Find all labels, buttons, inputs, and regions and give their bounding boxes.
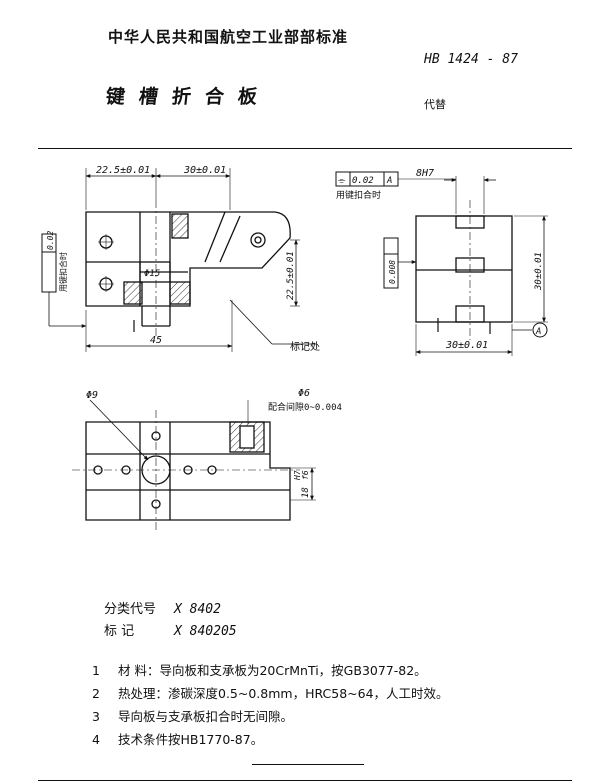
- organization-title: 中华人民共和国航空工业部部标准: [108, 28, 349, 46]
- side-parallel-value: 0.008: [388, 260, 397, 284]
- front-view: [41, 168, 316, 352]
- top-fit-h: H7: [293, 470, 302, 481]
- classification-code-value: X 8402: [174, 602, 221, 617]
- front-dim-right: 30±0.01: [183, 165, 226, 176]
- svg-text:⌯: ⌯: [338, 176, 346, 186]
- side-slot-fit: 8H7: [416, 168, 434, 179]
- top-dim-18: 18: [301, 487, 311, 498]
- top-dia-left: Φ9: [86, 390, 98, 401]
- replaces-label: 代替: [424, 98, 446, 111]
- standard-number: HB 1424 - 87: [424, 52, 518, 67]
- side-dim-bottom: 30±0.01: [445, 340, 488, 351]
- header-divider: [38, 148, 572, 149]
- side-view: [335, 171, 548, 356]
- classification-mark-value: X 840205: [174, 624, 237, 639]
- top-fit-f: f6: [301, 470, 310, 480]
- front-dim-vertical: 22.5±0.01: [286, 251, 296, 300]
- top-fit-clearance: 配合间隙0~0.004: [268, 401, 342, 413]
- classification-mark-label: 标 记: [104, 624, 135, 639]
- classification-code-label: 分类代号: [104, 602, 157, 617]
- front-flatness-note: 用键扣合时: [58, 252, 68, 292]
- front-dia-hole: Φ15: [144, 269, 160, 279]
- front-flatness-value: 0.02: [46, 231, 55, 250]
- side-dim-right: 30±0.01: [534, 252, 544, 291]
- side-datum: A: [386, 176, 392, 186]
- top-view: [72, 399, 316, 530]
- front-dim-bottom: 45: [150, 335, 162, 346]
- side-flatness-value: 0.02: [352, 176, 374, 186]
- marking-note: 标记处: [290, 341, 320, 353]
- side-flatness-note: 用键扣合时: [336, 189, 381, 201]
- side-datum-circle: A: [535, 327, 541, 337]
- classification-code: 分类代号 X 8402: [104, 598, 221, 617]
- footer-short-rule: [252, 764, 364, 765]
- front-dim-left: 22.5±0.01: [96, 165, 150, 176]
- footer-divider: [38, 780, 572, 781]
- top-dia-right: Φ6: [298, 388, 310, 399]
- classification-mark: 标 记 X 840205: [104, 620, 237, 639]
